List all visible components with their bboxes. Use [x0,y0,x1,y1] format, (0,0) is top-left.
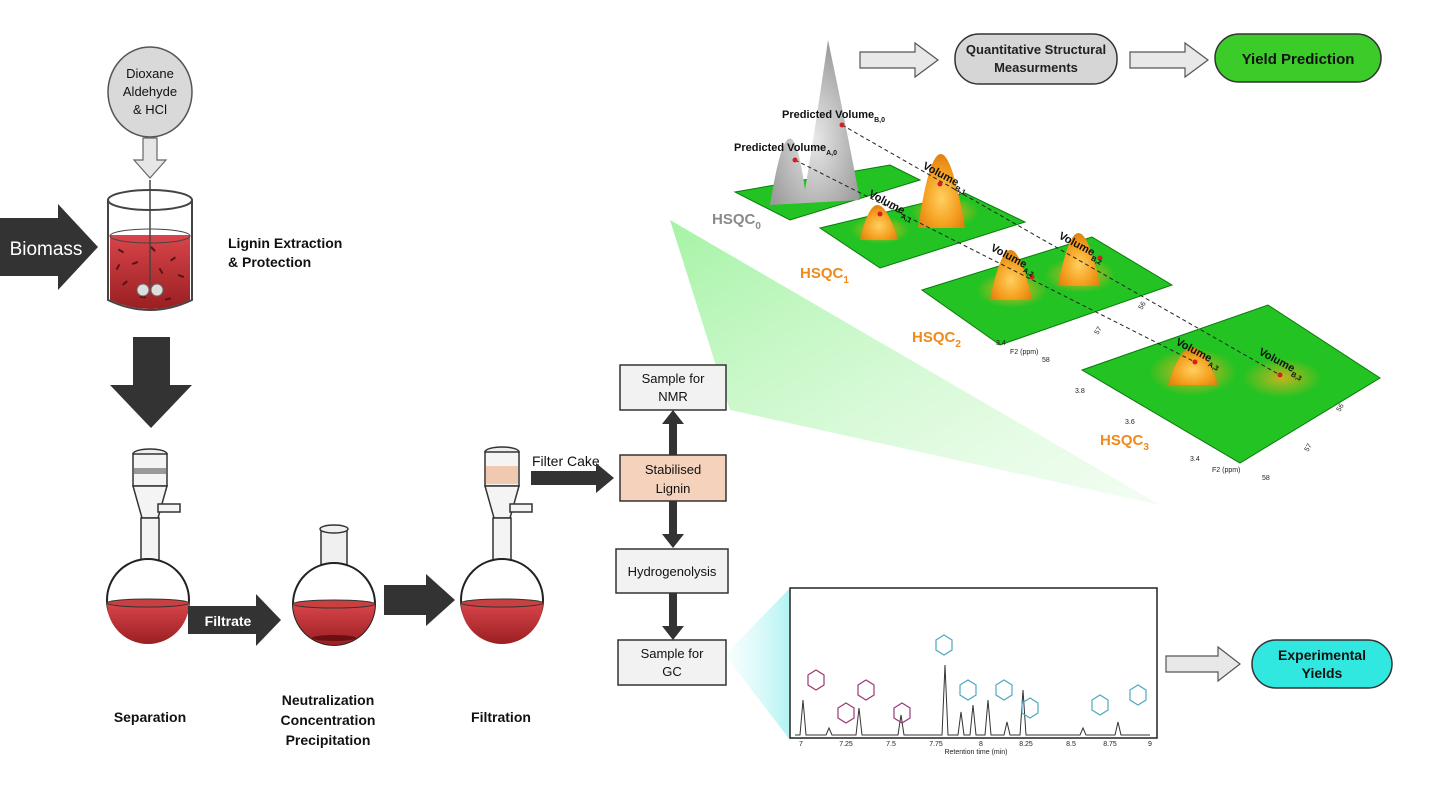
gc-projection-beam [725,588,790,740]
hydrogenolysis-box: Hydrogenolysis [615,548,729,594]
svg-text:8.5: 8.5 [1066,741,1076,748]
arrow-to-experimental-icon [1165,645,1241,683]
svg-text:7.5: 7.5 [886,741,896,748]
filtration-flask-icon [460,446,544,644]
down-arrow-icon [110,337,192,428]
nmr-projection-beam [670,220,1160,505]
yield-prediction-box: Yield Prediction [1214,33,1382,83]
reagent-line-3: & HCl [133,102,167,117]
svg-text:7.25: 7.25 [839,741,853,748]
stabilised-lignin-line-2: Lignin [656,481,691,496]
filtrate-arrow: Filtrate [188,594,281,646]
experimental-yields-box: Experimental Yields [1251,639,1393,689]
hsqc-3-label: HSQC3 [1100,432,1149,453]
extraction-label-2: & Protection [228,254,311,270]
gc-chromatogram: 7 7.25 7.5 7.75 8 8.25 8.5 8.75 9 Retent… [789,587,1158,756]
up-arrow-icon [662,410,684,455]
svg-text:8: 8 [979,741,983,748]
stabilised-lignin-box: Stabilised Lignin [619,454,727,502]
sample-nmr-box: Sample for NMR [619,364,727,411]
extraction-label-1: Lignin Extraction [228,235,342,251]
gc-x-label: Retention time (min) [944,749,1007,756]
svg-text:58: 58 [1042,357,1050,364]
predicted-volume-a0: Predicted VolumeA,0 [734,142,837,157]
separation-flask-icon [106,448,190,644]
sample-nmr-line-2: NMR [658,389,688,404]
reagent-circle: Dioxane Aldehyde & HCl [107,46,193,138]
svg-text:3.4: 3.4 [1190,456,1200,463]
svg-text:3.8: 3.8 [1075,388,1085,395]
sample-gc-box: Sample for GC [617,639,727,686]
experimental-line-2: Yields [1302,665,1343,681]
svg-text:F2 (ppm): F2 (ppm) [1212,467,1240,474]
svg-text:8.75: 8.75 [1103,741,1117,748]
svg-text:8.25: 8.25 [1019,741,1033,748]
reagent-arrow-icon [132,137,168,179]
hsqc3-axis: 3.8 3.6 3.4 F2 (ppm) 58 57 56 [1075,388,1346,482]
down-arrow-small-icon [662,501,684,548]
hsqc-0-label: HSQC0 [712,211,761,232]
arrow-to-quantitative-icon [859,41,940,79]
svg-text:7: 7 [799,741,803,748]
quantitative-measurements-box: Quantitative Structural Measurments [954,33,1118,85]
svg-text:7.75: 7.75 [929,741,943,748]
neutralization-label-2: Concentration [281,712,376,728]
gc-x-ticks: 7 7.25 7.5 7.75 8 8.25 8.5 8.75 9 [799,741,1152,748]
sample-gc-line-2: GC [662,664,682,679]
separation-label: Separation [114,709,186,725]
down-arrow-small-icon-2 [662,593,684,640]
filter-cake-arrow-icon [531,463,614,493]
biomass-label: Biomass [10,239,83,260]
hsqc-2-label: HSQC2 [912,329,961,350]
filtration-label: Filtration [471,709,531,725]
quantitative-line-2: Measurments [994,60,1078,75]
reactor-beaker-icon [107,180,193,311]
filtrate-label: Filtrate [205,613,252,629]
svg-text:57: 57 [1094,326,1104,336]
svg-text:3.4: 3.4 [996,340,1006,347]
neutralization-label-3: Precipitation [286,732,371,748]
predicted-volume-b0: Predicted VolumeB,0 [782,109,885,124]
svg-text:57: 57 [1304,443,1314,453]
svg-text:3.6: 3.6 [1125,419,1135,426]
arrow-to-yield-icon [1129,41,1210,79]
reagent-line-1: Dioxane [126,66,174,81]
right-arrow-icon [384,574,455,626]
svg-text:56: 56 [1336,403,1346,413]
hsqc-stack [733,40,1381,464]
biomass-arrow: Biomass [0,204,98,290]
experimental-line-1: Experimental [1278,647,1366,663]
reagent-line-2: Aldehyde [123,84,177,99]
hydrogenolysis-label: Hydrogenolysis [628,564,717,579]
hsqc-1-label: HSQC1 [800,265,849,286]
filter-cake-label: Filter Cake [532,453,600,469]
stabilised-lignin-line-1: Stabilised [645,462,701,477]
neutralization-label-1: Neutralization [282,692,375,708]
quantitative-line-1: Quantitative Structural [966,42,1106,57]
svg-text:9: 9 [1148,741,1152,748]
sample-nmr-line-1: Sample for [642,371,706,386]
svg-text:56: 56 [1138,301,1148,311]
neutralization-flask-icon [292,524,376,646]
yield-prediction-label: Yield Prediction [1242,51,1355,68]
svg-text:F2 (ppm): F2 (ppm) [1010,349,1038,356]
hsqc2-axis: 3.4 F2 (ppm) 58 57 56 [996,301,1148,364]
svg-text:58: 58 [1262,475,1270,482]
sample-gc-line-1: Sample for [641,646,705,661]
